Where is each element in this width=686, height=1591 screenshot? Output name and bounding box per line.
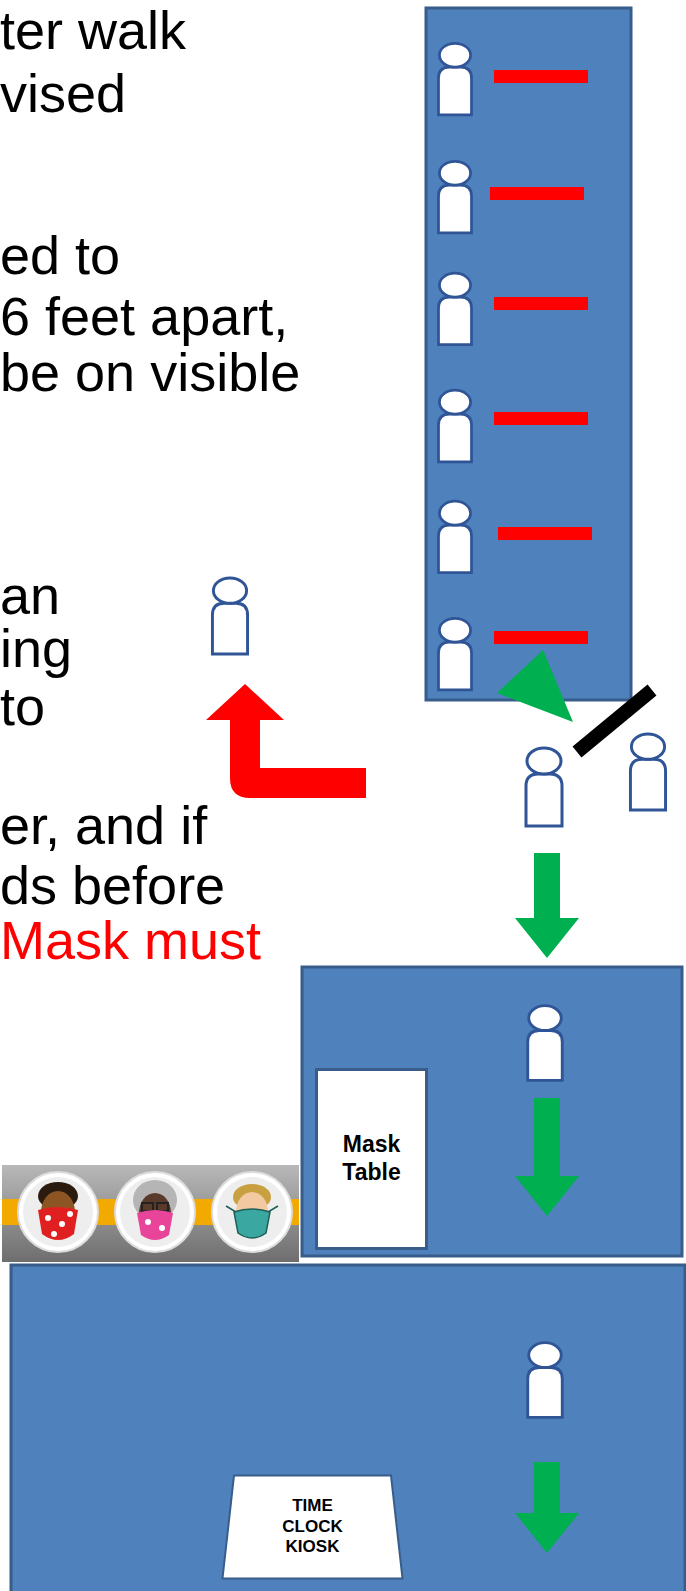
turn-away-arrow <box>206 684 366 798</box>
node-label: TIME CLOCK KIOSK <box>280 1496 346 1557</box>
face-mask <box>137 1210 173 1240</box>
person-icon <box>439 501 472 573</box>
note-text: ds before <box>0 858 225 912</box>
flow-arrow <box>515 1462 579 1553</box>
mask-dot <box>59 1221 65 1227</box>
face-mask <box>234 1209 270 1238</box>
note-text: be on visible <box>0 345 300 399</box>
person-icon <box>439 618 472 690</box>
mask-table: Mask Table <box>315 1068 428 1250</box>
note-text: ed to <box>0 228 120 282</box>
note-text: to <box>0 679 45 733</box>
person-icon <box>212 578 247 654</box>
person-icon <box>439 161 472 233</box>
spacing-mark <box>494 412 588 425</box>
flow-arrow <box>515 1098 579 1216</box>
note-text: er, and if <box>0 798 207 852</box>
kiosk-shape <box>223 1476 403 1579</box>
node-label: Mask Table <box>318 1131 425 1186</box>
entry-arrow <box>497 650 573 722</box>
spacing-mark <box>494 631 588 644</box>
face-badge <box>212 1172 292 1252</box>
person-icon <box>528 1006 563 1081</box>
person-icon <box>526 748 562 826</box>
mask-dot <box>67 1211 73 1217</box>
time-clock-room <box>11 1265 685 1591</box>
mask-dot <box>45 1215 51 1221</box>
spacing-mark <box>498 527 592 540</box>
glasses <box>142 1203 153 1211</box>
glasses <box>157 1203 168 1211</box>
note-text: an <box>0 568 60 622</box>
queue-area <box>426 8 631 700</box>
face-badge <box>18 1172 98 1252</box>
mask-dot <box>51 1231 57 1237</box>
person-icon <box>439 390 472 462</box>
note-text: vised <box>0 66 126 120</box>
mask-dot <box>145 1219 151 1225</box>
face-badge <box>23 1177 93 1247</box>
face-badge <box>217 1177 287 1247</box>
note-text: 6 feet apart, <box>0 289 288 343</box>
face-mask <box>38 1207 78 1240</box>
face-badge <box>115 1172 195 1252</box>
flow-arrow <box>515 853 579 958</box>
note-text: Mask must <box>0 913 261 967</box>
note-text: ing <box>0 621 72 675</box>
spacing-mark <box>490 187 584 200</box>
person-icon <box>439 43 472 115</box>
face-badge <box>120 1177 190 1247</box>
mask-room <box>302 967 682 1256</box>
person-icon <box>439 273 472 345</box>
mask-strap <box>226 1206 278 1212</box>
spacing-mark <box>494 70 588 83</box>
note-text: ter walk <box>0 3 186 57</box>
person-icon <box>528 1343 563 1418</box>
time-clock-kiosk: TIME CLOCK KIOSK <box>221 1474 404 1580</box>
person-icon <box>630 734 665 810</box>
spacing-mark <box>494 297 588 310</box>
mask-picture <box>2 1165 299 1262</box>
mask-dot <box>159 1225 165 1231</box>
